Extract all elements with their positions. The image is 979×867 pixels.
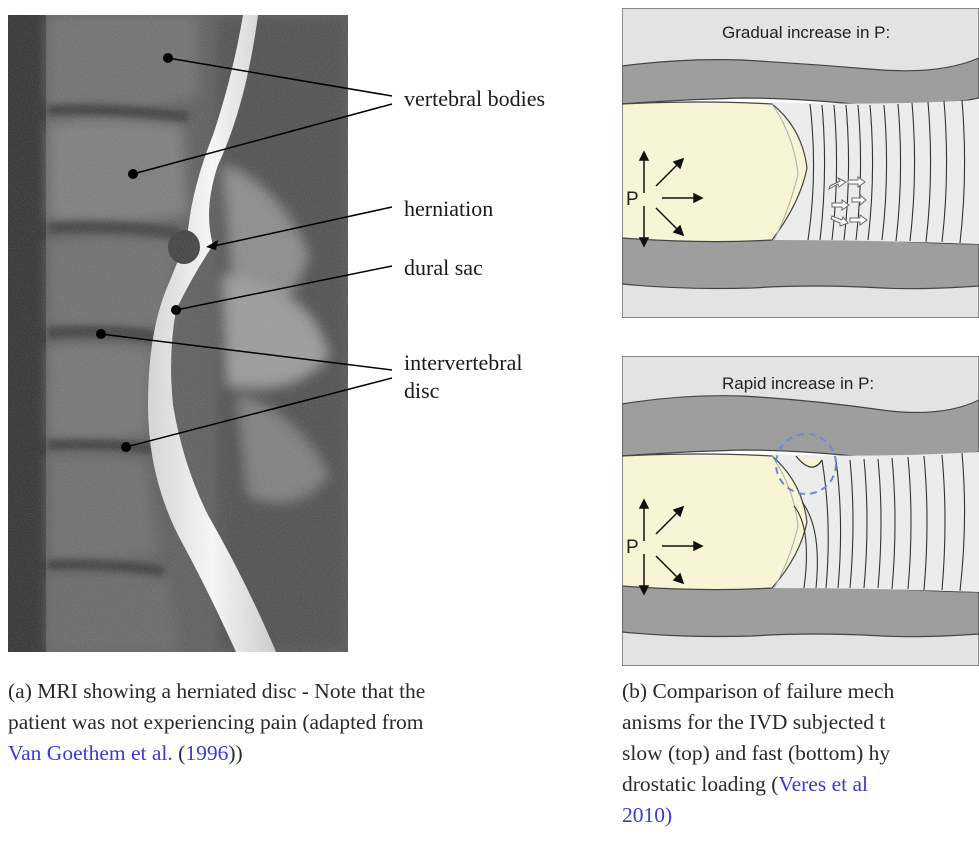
- label-disc: disc: [404, 379, 439, 403]
- rapid-pressure-panel: P Rapid increase in P:: [622, 356, 979, 666]
- caption-b-line5: 2010): [622, 800, 979, 831]
- citation-link[interactable]: Van Goethem et al.: [8, 741, 173, 765]
- caption-b-line2: anisms for the IVD subjected t: [622, 707, 979, 738]
- marker-dot: [128, 169, 138, 179]
- caption-b-line1: (b) Comparison of failure mech: [622, 676, 979, 707]
- gradual-pressure-panel: P Gradual increase in P:: [622, 8, 979, 318]
- caption-a-line1: (a) MRI showing a herniated disc - Note …: [8, 676, 568, 707]
- marker-dot: [96, 329, 106, 339]
- caption-b: (b) Comparison of failure mech anisms fo…: [622, 676, 979, 831]
- label-vertebral-bodies: vertebral bodies: [404, 87, 545, 111]
- marker-dot: [163, 53, 173, 63]
- label-herniation: herniation: [404, 197, 493, 221]
- caption-a: (a) MRI showing a herniated disc - Note …: [8, 676, 568, 769]
- caption-b-line4-text: drostatic loading (: [622, 772, 778, 796]
- marker-dot: [121, 442, 131, 452]
- marker-dot: [171, 305, 181, 315]
- citation-year-link[interactable]: 2010): [622, 803, 672, 827]
- rapid-title: Rapid increase in P:: [722, 374, 874, 393]
- caption-a-close: )): [228, 741, 242, 765]
- caption-a-paren: (: [173, 741, 186, 765]
- citation-year-link[interactable]: 1996: [185, 741, 228, 765]
- gradual-title: Gradual increase in P:: [722, 23, 890, 42]
- caption-a-line2: patient was not experiencing pain (adapt…: [8, 707, 568, 738]
- caption-b-line3: slow (top) and fast (bottom) hy: [622, 738, 979, 769]
- label-dural-sac: dural sac: [404, 256, 483, 280]
- pressure-symbol: P: [626, 189, 639, 210]
- pressure-symbol: P: [626, 537, 639, 558]
- caption-a-line3: Van Goethem et al. (1996)): [8, 738, 568, 769]
- label-intervertebral: intervertebral: [404, 351, 523, 375]
- mri-image: [8, 15, 348, 652]
- caption-b-line4: drostatic loading (Veres et al: [622, 769, 979, 800]
- ivd-schematic-figure: P Gradual increase in P:: [622, 8, 979, 666]
- citation-link[interactable]: Veres et al: [778, 772, 868, 796]
